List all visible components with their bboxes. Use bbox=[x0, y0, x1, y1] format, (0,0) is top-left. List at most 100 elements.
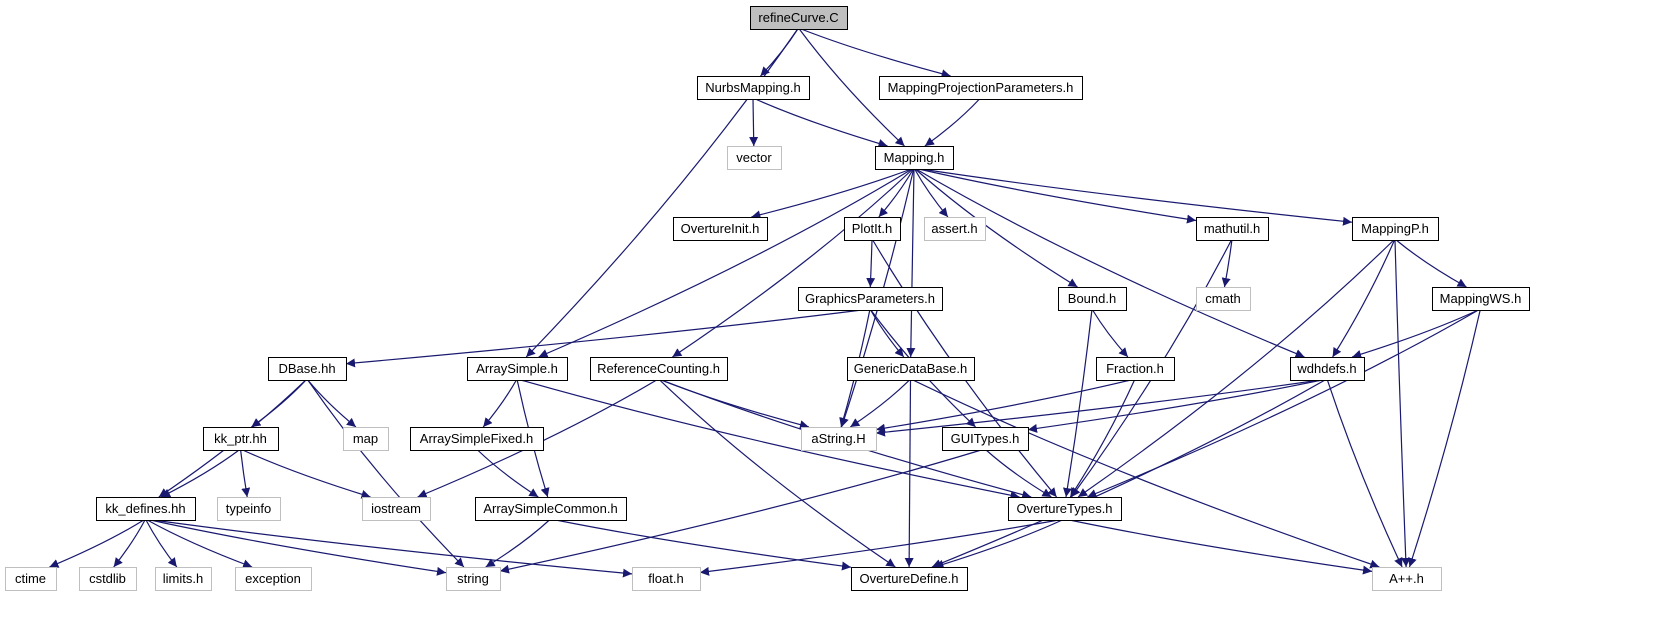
node-label-GraphicsParameters: GraphicsParameters.h bbox=[805, 291, 935, 306]
node-cstdlib: cstdlib bbox=[79, 567, 137, 591]
node-box-vector bbox=[727, 146, 782, 170]
node-wdhdefs[interactable]: wdhdefs.h bbox=[1290, 357, 1365, 381]
edge-kk_defines-to-cstdlib bbox=[113, 519, 146, 568]
edge-refineCurve-to-MappingProjectionParameters bbox=[800, 28, 951, 79]
node-ArraySimpleFixed[interactable]: ArraySimpleFixed.h bbox=[410, 427, 544, 451]
node-ArraySimple[interactable]: ArraySimple.h bbox=[467, 357, 568, 381]
edge-ArraySimple-to-OvertureTypes bbox=[520, 379, 1020, 500]
edge-MappingP-to-wdhdefs bbox=[1332, 239, 1396, 358]
edge-Mapping-to-mathutil bbox=[918, 168, 1197, 224]
node-ReferenceCounting[interactable]: ReferenceCounting.h bbox=[590, 357, 728, 381]
edge-GUITypes-to-string bbox=[499, 449, 982, 574]
edge-MappingP-to-OvertureTypes bbox=[1077, 239, 1395, 498]
node-box-NurbsMapping bbox=[697, 76, 810, 100]
edge-DBase-to-map bbox=[307, 379, 357, 428]
edge-DBase-to-string bbox=[307, 379, 465, 568]
node-label-map: map bbox=[353, 431, 378, 446]
node-ArraySimpleCommon[interactable]: ArraySimpleCommon.h bbox=[475, 497, 627, 521]
node-box-map bbox=[343, 427, 389, 451]
node-box-exception bbox=[235, 567, 312, 591]
node-label-OvertureDefine: OvertureDefine.h bbox=[860, 571, 959, 586]
node-label-NurbsMapping: NurbsMapping.h bbox=[705, 80, 800, 95]
node-box-MappingP bbox=[1352, 217, 1439, 241]
node-string: string bbox=[446, 567, 501, 591]
node-kk_defines[interactable]: kk_defines.hh bbox=[96, 497, 196, 521]
node-MappingP[interactable]: MappingP.h bbox=[1352, 217, 1439, 241]
node-box-ArraySimpleCommon bbox=[475, 497, 627, 521]
edge-Mapping-to-wdhdefs bbox=[915, 168, 1305, 358]
node-box-cmath bbox=[1196, 287, 1251, 311]
node-GUITypes[interactable]: GUITypes.h bbox=[942, 427, 1029, 451]
node-label-string: string bbox=[457, 571, 489, 586]
edge-refineCurve-to-Mapping bbox=[798, 28, 905, 147]
edge-kk_defines-to-limits bbox=[145, 519, 178, 568]
edge-ArraySimple-to-ArraySimpleFixed bbox=[482, 379, 517, 428]
node-box-ReferenceCounting bbox=[590, 357, 728, 381]
node-label-OvertureTypes: OvertureTypes.h bbox=[1016, 501, 1112, 516]
node-limits: limits.h bbox=[155, 567, 212, 591]
edge-MappingWS-to-Aplusplus bbox=[1407, 309, 1481, 568]
node-label-Mapping: Mapping.h bbox=[884, 150, 945, 165]
node-MappingProjectionParameters[interactable]: MappingProjectionParameters.h bbox=[879, 76, 1083, 100]
edge-GenericDataBase-to-aString bbox=[849, 379, 910, 428]
edge-Mapping-to-assert bbox=[914, 168, 949, 218]
node-Fraction[interactable]: Fraction.h bbox=[1096, 357, 1175, 381]
edge-GenericDataBase-to-Aplusplus bbox=[912, 379, 1380, 569]
edge-PlotIt-to-GraphicsParameters bbox=[866, 239, 876, 288]
node-PlotIt[interactable]: PlotIt.h bbox=[844, 217, 901, 241]
edge-GUITypes-to-OvertureTypes bbox=[985, 449, 1052, 498]
edge-kk_defines-to-exception bbox=[147, 519, 253, 569]
edge-Fraction-to-aString bbox=[875, 379, 1131, 433]
node-DBase[interactable]: DBase.hh bbox=[268, 357, 347, 381]
node-Aplusplus: A++.h bbox=[1372, 567, 1442, 591]
node-GenericDataBase[interactable]: GenericDataBase.h bbox=[847, 357, 975, 381]
node-box-GraphicsParameters bbox=[798, 287, 943, 311]
node-OvertureDefine[interactable]: OvertureDefine.h bbox=[851, 567, 968, 591]
node-label-kk_defines: kk_defines.hh bbox=[105, 501, 185, 516]
edge-GraphicsParameters-to-GenericDataBase bbox=[870, 309, 905, 358]
node-kk_ptr[interactable]: kk_ptr.hh bbox=[203, 427, 279, 451]
node-box-Bound bbox=[1058, 287, 1127, 311]
node-box-wdhdefs bbox=[1290, 357, 1365, 381]
node-label-MappingProjectionParameters: MappingProjectionParameters.h bbox=[888, 80, 1074, 95]
node-box-Mapping bbox=[875, 146, 954, 170]
node-OvertureInit[interactable]: OvertureInit.h bbox=[673, 217, 768, 241]
node-label-DBase: DBase.hh bbox=[278, 361, 335, 376]
node-GraphicsParameters[interactable]: GraphicsParameters.h bbox=[798, 287, 943, 311]
node-box-Aplusplus bbox=[1372, 567, 1442, 591]
edge-OvertureTypes-to-float bbox=[699, 519, 1059, 576]
edge-wdhdefs-to-aString bbox=[875, 379, 1321, 437]
node-label-wdhdefs: wdhdefs.h bbox=[1296, 361, 1356, 376]
node-label-ArraySimpleFixed: ArraySimpleFixed.h bbox=[420, 431, 533, 446]
node-label-limits: limits.h bbox=[163, 571, 203, 586]
node-box-MappingProjectionParameters bbox=[879, 76, 1083, 100]
node-box-PlotIt bbox=[844, 217, 901, 241]
node-mathutil[interactable]: mathutil.h bbox=[1196, 217, 1269, 241]
node-label-assert: assert.h bbox=[931, 221, 977, 236]
node-OvertureTypes[interactable]: OvertureTypes.h bbox=[1008, 497, 1122, 521]
node-label-float: float.h bbox=[648, 571, 683, 586]
edge-ReferenceCounting-to-iostream bbox=[417, 379, 657, 498]
node-refineCurve[interactable]: refineCurve.C bbox=[750, 6, 848, 30]
node-label-MappingP: MappingP.h bbox=[1361, 221, 1429, 236]
node-vector: vector bbox=[727, 146, 782, 170]
edge-kk_ptr-to-kk_defines bbox=[160, 449, 240, 498]
node-MappingWS[interactable]: MappingWS.h bbox=[1432, 287, 1530, 311]
node-Mapping[interactable]: Mapping.h bbox=[875, 146, 954, 170]
node-label-typeinfo: typeinfo bbox=[226, 501, 272, 516]
node-box-DBase bbox=[268, 357, 347, 381]
edge-wdhdefs-to-OvertureDefine bbox=[931, 379, 1326, 568]
node-box-mathutil bbox=[1196, 217, 1269, 241]
node-float: float.h bbox=[632, 567, 701, 591]
node-label-OvertureInit: OvertureInit.h bbox=[681, 221, 760, 236]
node-label-MappingWS: MappingWS.h bbox=[1440, 291, 1522, 306]
node-box-ctime bbox=[5, 567, 57, 591]
edge-Bound-to-OvertureTypes bbox=[1062, 309, 1093, 498]
node-box-kk_defines bbox=[96, 497, 196, 521]
node-label-GUITypes: GUITypes.h bbox=[951, 431, 1020, 446]
node-Bound[interactable]: Bound.h bbox=[1058, 287, 1127, 311]
edge-kk_defines-to-string bbox=[150, 519, 447, 576]
node-NurbsMapping[interactable]: NurbsMapping.h bbox=[697, 76, 810, 100]
node-box-ArraySimpleFixed bbox=[410, 427, 544, 451]
edge-GraphicsParameters-to-DBase bbox=[345, 309, 862, 368]
